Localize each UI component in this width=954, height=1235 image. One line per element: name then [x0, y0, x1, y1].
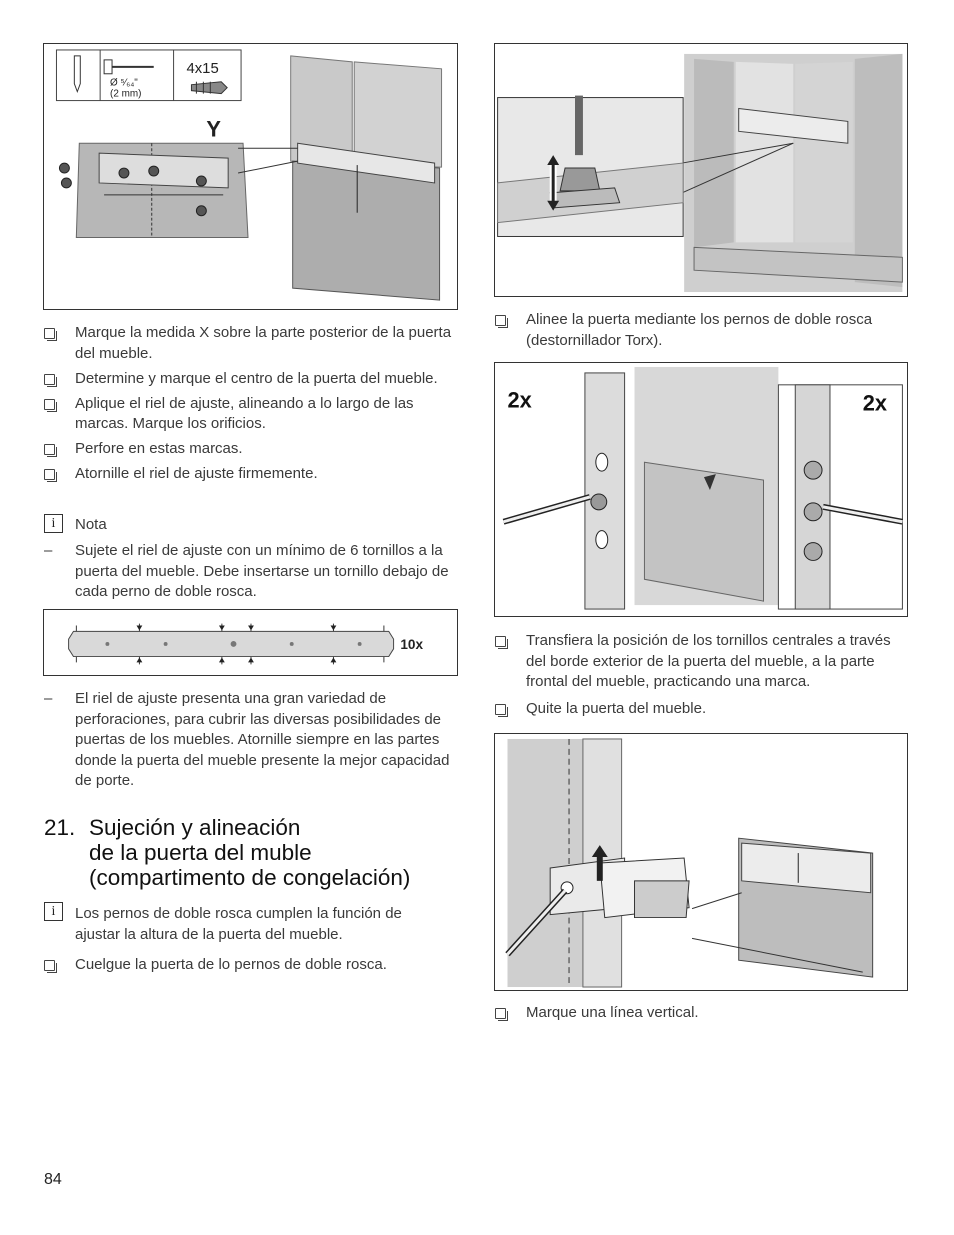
vertical-step-list: Marque una línea vertical.: [495, 1003, 910, 1028]
section-title-line2: de la puerta del muble: [89, 840, 312, 865]
figure-side-screws: 2x 2x: [494, 362, 908, 617]
info-text: Los pernos de doble rosca cumplen la fun…: [75, 905, 402, 943]
checkbox-icon: [44, 469, 57, 482]
figure-vertical-line: [494, 733, 908, 991]
vertical-line-illustration: [505, 738, 874, 988]
note-title: Nota: [75, 516, 107, 533]
screw-icon: [190, 81, 228, 95]
info-icon: i: [44, 514, 63, 533]
section-title-line1: Sujeción y alineación: [89, 815, 301, 840]
svg-text:Y: Y: [206, 116, 221, 141]
svg-text:2x: 2x: [863, 391, 887, 416]
figure-rail-10x: 10x: [43, 609, 458, 676]
svg-text:10x: 10x: [400, 637, 423, 652]
checkbox-icon: [44, 398, 57, 412]
checkbox-icon: [44, 373, 57, 387]
side-screws-illustration: 2x 2x: [502, 366, 903, 610]
svg-text:Ø ⁵⁄₆₄": Ø ⁵⁄₆₄": [110, 78, 138, 89]
page-number: 84: [44, 1171, 62, 1188]
list-item: Determine y marque el centro de la puert…: [44, 369, 454, 390]
align-door-illustration: [497, 53, 903, 293]
transfer-steps-list: Transfiera la posición de los tornillos …: [495, 631, 910, 724]
rail-mounting-illustration: Ø ⁵⁄₆₄" (2 mm) 4x15 Y: [55, 49, 443, 301]
list-item: Atornille el riel de ajuste firmemente.: [44, 464, 454, 485]
checkbox-icon: [44, 960, 57, 973]
rail-info-dash: –: [44, 690, 53, 707]
hang-step-list: Cuelgue la puerta de lo pernos de doble …: [44, 955, 454, 980]
info-icon: i: [44, 902, 63, 921]
checkbox-icon: [495, 636, 508, 649]
note-text: Sujete el riel de ajuste con un mínimo d…: [75, 542, 449, 600]
figure-align-door: [494, 43, 908, 297]
list-item: Aplique el riel de ajuste, alineando a l…: [44, 394, 454, 435]
list-item: Marque una línea vertical.: [495, 1003, 910, 1024]
section-number: 21.: [44, 815, 76, 840]
checkbox-icon: [495, 1008, 508, 1021]
align-step-list: Alinee la puerta mediante los pernos de …: [495, 310, 910, 356]
figure-rail-mounting: Ø ⁵⁄₆₄" (2 mm) 4x15 Y: [43, 43, 458, 310]
drill-bit-icon: [103, 59, 154, 75]
left-steps-list: Marque la medida X sobre la parte poster…: [44, 323, 454, 489]
pencil-icon: [73, 55, 81, 94]
list-item: Transfiera la posición de los tornillos …: [495, 631, 910, 693]
svg-text:(2 mm): (2 mm): [110, 89, 141, 100]
svg-text:2x: 2x: [508, 388, 532, 413]
checkbox-icon: [495, 703, 508, 717]
checkbox-icon: [44, 328, 57, 341]
checkbox-icon: [44, 444, 57, 457]
list-item: Alinee la puerta mediante los pernos de …: [495, 310, 910, 351]
list-item: Cuelgue la puerta de lo pernos de doble …: [44, 955, 454, 976]
list-item: Quite la puerta del mueble.: [495, 699, 910, 720]
checkbox-icon: [495, 315, 508, 328]
rail-illustration: 10x: [68, 623, 423, 665]
svg-text:4x15: 4x15: [186, 61, 218, 77]
list-item: Perfore en estas marcas.: [44, 439, 454, 460]
list-item: Marque la medida X sobre la parte poster…: [44, 323, 454, 364]
section-title-line3: (compartimento de congelación): [89, 865, 411, 890]
rail-info-text: El riel de ajuste presenta una gran vari…: [75, 690, 450, 789]
note-dash: –: [44, 542, 53, 559]
